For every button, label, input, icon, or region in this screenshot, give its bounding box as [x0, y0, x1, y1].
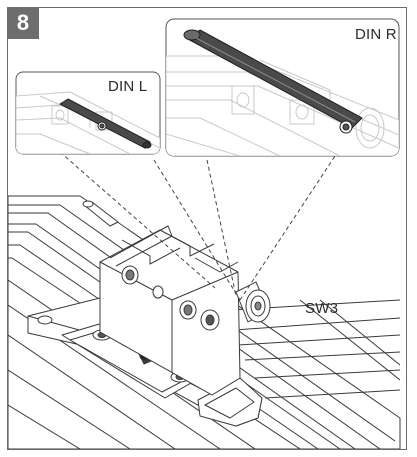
hinge-body: [82, 200, 271, 396]
step-number-badge: 8: [7, 7, 39, 39]
callout-guides: [59, 151, 336, 301]
callout-din-r: [165, 18, 400, 157]
label-din-r: DIN R: [355, 26, 397, 43]
pin-din-r: [183, 29, 363, 134]
callout-din-l: [15, 71, 161, 155]
label-tool-sw3: SW3: [305, 300, 339, 317]
label-din-l: DIN L: [108, 78, 148, 95]
pin-din-l: [59, 98, 152, 149]
